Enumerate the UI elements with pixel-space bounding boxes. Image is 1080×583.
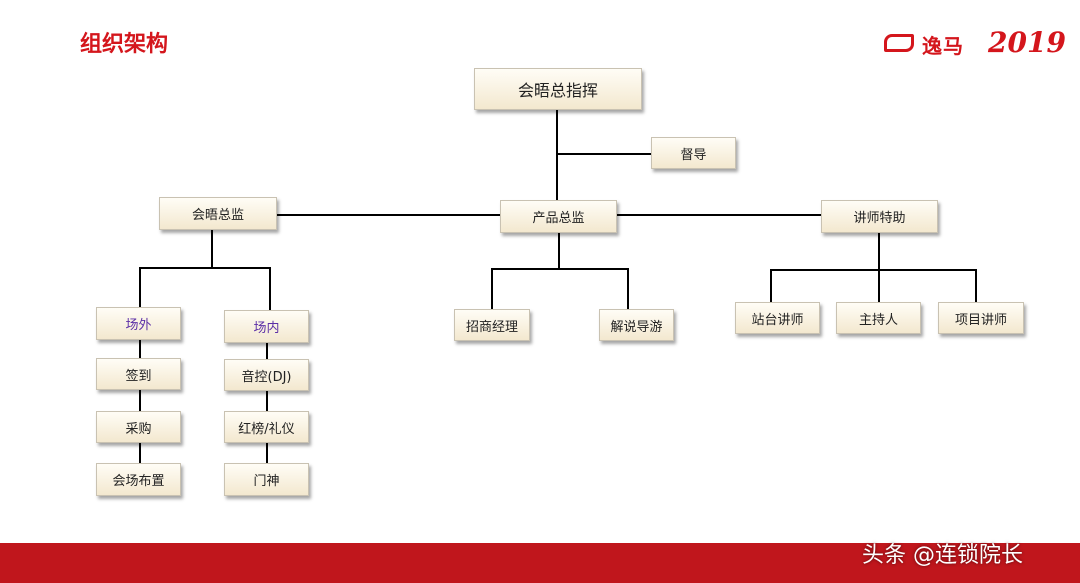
page-title: 组织架构	[80, 32, 169, 57]
connector	[139, 443, 141, 463]
node-director-center: 产品总监	[500, 200, 617, 233]
logo-year: 2019	[988, 26, 1066, 59]
node-right-item: 站台讲师	[735, 302, 820, 334]
connector	[266, 391, 268, 411]
node-supervisor: 督导	[651, 137, 736, 169]
connector	[556, 108, 558, 202]
node-right-item: 项目讲师	[938, 302, 1024, 334]
node-commander: 会晤总指挥	[474, 68, 642, 110]
connector	[266, 443, 268, 463]
node-director-left: 会晤总监	[159, 197, 277, 230]
connector	[975, 269, 977, 302]
connector	[617, 214, 821, 216]
node-inside-item: 门神	[224, 463, 309, 496]
connector	[269, 267, 271, 310]
connector	[770, 269, 772, 302]
connector	[878, 232, 880, 270]
node-outside: 场外	[96, 307, 181, 340]
connector	[266, 343, 268, 359]
watermark: 头条 @连锁院长	[862, 543, 1023, 568]
node-center-item: 招商经理	[454, 309, 530, 341]
connector	[558, 232, 560, 269]
node-outside-item: 采购	[96, 411, 181, 443]
logo-mark-icon	[884, 34, 914, 52]
connector	[627, 268, 629, 309]
connector	[770, 269, 977, 271]
footer-bar	[0, 543, 1080, 583]
connector	[556, 153, 651, 155]
connector	[276, 214, 500, 216]
connector	[491, 268, 493, 309]
connector	[139, 267, 141, 309]
node-inside-item: 红榜/礼仪	[224, 411, 309, 443]
company-logo: 逸马 2019	[884, 26, 1066, 60]
node-outside-item: 签到	[96, 358, 181, 390]
node-inside: 场内	[224, 310, 309, 343]
node-right-item: 主持人	[836, 302, 921, 334]
node-inside-item: 音控(DJ)	[224, 359, 309, 391]
node-center-item: 解说导游	[599, 309, 674, 341]
connector	[139, 340, 141, 358]
connector	[878, 269, 880, 302]
logo-brand: 逸马	[922, 34, 964, 58]
node-director-right: 讲师特助	[821, 200, 938, 233]
connector	[139, 390, 141, 411]
connector	[139, 267, 271, 269]
connector	[211, 230, 213, 268]
node-outside-item: 会场布置	[96, 463, 181, 496]
connector	[491, 268, 629, 270]
